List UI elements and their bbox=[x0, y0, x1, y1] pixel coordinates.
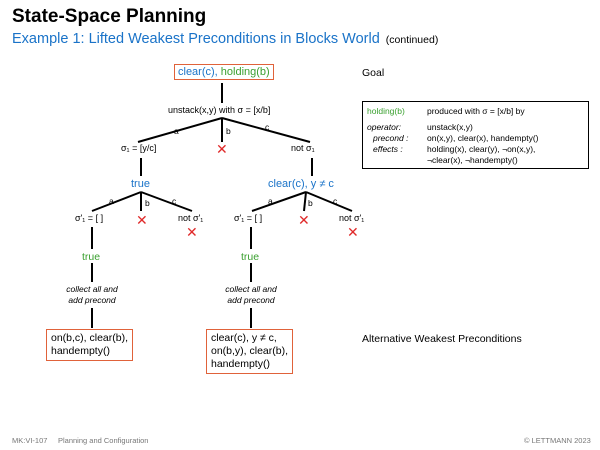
footer-course: Planning and Configuration bbox=[58, 436, 149, 445]
info-produced: produced with σ = [x/b] by bbox=[427, 106, 525, 116]
info-effects-label: effects : bbox=[373, 144, 403, 154]
goal-label: Goal bbox=[362, 67, 385, 79]
left-edge-a: a bbox=[109, 196, 114, 206]
right-collect-note: collect all and add precond bbox=[216, 284, 286, 306]
info-holding: holding(b) bbox=[367, 106, 405, 116]
info-precond-value: on(x,y), clear(x), handempty() bbox=[427, 133, 539, 143]
right-leaf-true: true bbox=[241, 251, 260, 263]
left-leaf-true: true bbox=[82, 251, 101, 263]
info-operator-value: unstack(x,y) bbox=[427, 122, 473, 132]
left-true-node: true bbox=[131, 178, 150, 190]
not-sigma1-label: not σ₁ bbox=[291, 143, 315, 153]
right-collect-line2: add precond bbox=[227, 295, 275, 305]
right-result-line2: on(b,y), clear(b), bbox=[211, 345, 289, 357]
page-title: State-Space Planning bbox=[12, 6, 207, 27]
left-edge-b: b bbox=[145, 198, 150, 208]
edge-b: b bbox=[226, 126, 231, 136]
edge-a: a bbox=[174, 126, 179, 136]
root-action-label: unstack(x,y) with σ = [x/b] bbox=[168, 105, 271, 115]
continued-note: (continued) bbox=[385, 34, 439, 46]
left-result-box: on(b,c), clear(b), handempty() bbox=[46, 329, 134, 361]
left-not-sigma-prime: not σ'₁ bbox=[178, 213, 204, 223]
right-result-box: clear(c), y ≠ c, on(b,y), clear(b), hand… bbox=[206, 329, 294, 374]
goal-holding: holding(b) bbox=[220, 66, 270, 78]
x-mark-icon: ✕ bbox=[136, 212, 148, 228]
goal-clear: clear(c), bbox=[178, 66, 218, 78]
right-result-line1: clear(c), y ≠ c, bbox=[211, 332, 277, 344]
right-edge-c: c bbox=[333, 196, 338, 206]
x-mark-icon: ✕ bbox=[186, 224, 198, 240]
page-subtitle: Example 1: Lifted Weakest Preconditions … bbox=[12, 31, 438, 47]
left-result-line2: handempty() bbox=[51, 345, 110, 357]
right-clear-node: clear(c), y ≠ c bbox=[268, 178, 334, 190]
left-collect-note: collect all and add precond bbox=[57, 284, 127, 306]
right-edge-a: a bbox=[268, 196, 273, 206]
edge-c: c bbox=[265, 122, 270, 132]
info-operator-label: operator: bbox=[367, 122, 402, 132]
operator-info-box: holding(b) produced with σ = [x/b] by op… bbox=[362, 101, 589, 169]
subtitle-text: Example 1: Lifted Weakest Preconditions … bbox=[12, 31, 380, 47]
x-mark-icon: ✕ bbox=[347, 224, 359, 240]
left-collect-line1: collect all and bbox=[66, 284, 118, 294]
footer-slide-id: MK:VI-107 bbox=[12, 436, 48, 445]
right-collect-line1: collect all and bbox=[225, 284, 277, 294]
info-effects-value2: ¬clear(x), ¬handempty() bbox=[427, 155, 518, 165]
right-sigma-prime: σ'₁ = [ ] bbox=[234, 213, 263, 223]
footer-copyright: © LETTMANN 2023 bbox=[524, 436, 591, 445]
x-mark-icon: ✕ bbox=[298, 212, 310, 228]
left-collect-line2: add precond bbox=[68, 295, 116, 305]
goal-node: clear(c), holding(b) bbox=[174, 64, 274, 80]
left-result-line1: on(b,c), clear(b), bbox=[51, 332, 129, 344]
info-precond-label: precond : bbox=[373, 133, 409, 143]
left-edge-c: c bbox=[172, 196, 177, 206]
sigma1-label: σ₁ = [y/c] bbox=[121, 143, 157, 153]
info-effects-value1: holding(x), clear(y), ¬on(x,y), bbox=[427, 144, 536, 154]
right-result-line3: handempty() bbox=[211, 358, 270, 370]
x-mark-icon: ✕ bbox=[216, 141, 228, 157]
alternative-label: Alternative Weakest Preconditions bbox=[362, 333, 522, 345]
right-not-sigma-prime: not σ'₁ bbox=[339, 213, 365, 223]
right-edge-b: b bbox=[308, 198, 313, 208]
left-sigma-prime: σ'₁ = [ ] bbox=[75, 213, 104, 223]
